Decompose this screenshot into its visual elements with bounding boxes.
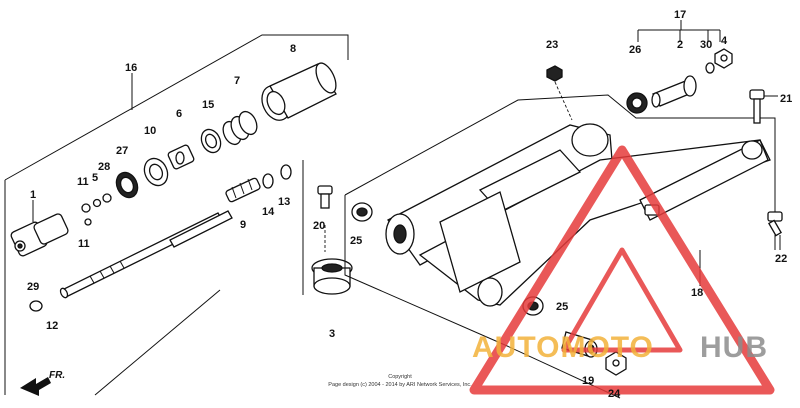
part-label-12: 12 xyxy=(46,320,58,332)
part-label-9: 9 xyxy=(240,219,246,231)
part-label-5: 5 xyxy=(92,172,98,184)
universal-joint xyxy=(10,200,69,257)
part-label-8: 8 xyxy=(290,43,296,55)
part-label-17: 17 xyxy=(674,9,686,21)
part-label-10: 10 xyxy=(144,125,156,137)
part-label-29: 29 xyxy=(27,281,39,293)
part-label-11-upper: 11 xyxy=(77,176,89,188)
driveshaft-group-outline xyxy=(4,34,349,396)
collar-2 xyxy=(651,75,697,108)
washers-14-13 xyxy=(262,164,292,189)
part-label-26: 26 xyxy=(629,44,641,56)
part-label-20: 20 xyxy=(313,220,325,232)
drive-shaft xyxy=(59,210,233,299)
part-label-21: 21 xyxy=(780,93,792,105)
part-label-16: 16 xyxy=(125,62,137,74)
part-label-22: 22 xyxy=(775,253,787,265)
clips-and-washers-left xyxy=(81,193,112,226)
part-label-13: 13 xyxy=(278,196,290,208)
yoke-6 xyxy=(167,144,195,170)
bolt-20 xyxy=(317,185,333,209)
bolt-22 xyxy=(767,211,783,250)
part-label-4: 4 xyxy=(721,35,728,47)
part-label-25-upper: 25 xyxy=(350,235,362,247)
spring-9 xyxy=(225,177,261,203)
pivot-group-17 xyxy=(637,20,721,42)
bearing-26 xyxy=(626,92,648,114)
part-label-1: 1 xyxy=(30,189,36,201)
part-label-6: 6 xyxy=(176,108,182,120)
part-label-3: 3 xyxy=(329,328,335,340)
part-label-11-lower: 11 xyxy=(78,238,90,250)
copyright-notice: Page design (c) 2004 - 2014 by ARI Netwo… xyxy=(328,382,472,388)
part-label-25-lower: 25 xyxy=(556,301,568,313)
bearing-27 xyxy=(115,171,139,199)
ring-10 xyxy=(143,157,169,187)
part-label-28: 28 xyxy=(98,161,110,173)
watermark-logo xyxy=(469,145,775,395)
spring-7 xyxy=(222,110,258,146)
part-label-15: 15 xyxy=(202,99,214,111)
part-label-14: 14 xyxy=(262,206,275,218)
bearing-25-upper xyxy=(351,202,373,222)
bolt-21 xyxy=(749,89,778,124)
part-label-7: 7 xyxy=(234,75,240,87)
part-label-18: 18 xyxy=(691,287,703,299)
copyright-heading: Copyright xyxy=(388,374,412,380)
front-direction-arrow-icon xyxy=(20,377,51,396)
part-label-19: 19 xyxy=(582,375,594,387)
washer-29 xyxy=(29,300,43,312)
part-label-23: 23 xyxy=(546,39,558,51)
swingarm xyxy=(385,123,771,307)
part-label-30: 30 xyxy=(700,39,712,51)
watermark-text-primary: AUTOMOTO xyxy=(472,331,654,364)
ring-15 xyxy=(200,128,222,154)
fitting-3 xyxy=(311,258,353,295)
part-label-27: 27 xyxy=(116,145,128,157)
watermark-text-secondary: HUB xyxy=(700,331,768,364)
part-label-2: 2 xyxy=(677,39,683,51)
nut-23 xyxy=(546,65,573,121)
front-direction-label: FR. xyxy=(49,370,65,381)
washer-30 xyxy=(705,62,715,74)
boot-8 xyxy=(261,62,337,121)
nut-4 xyxy=(714,48,733,69)
part-label-24: 24 xyxy=(608,388,621,400)
